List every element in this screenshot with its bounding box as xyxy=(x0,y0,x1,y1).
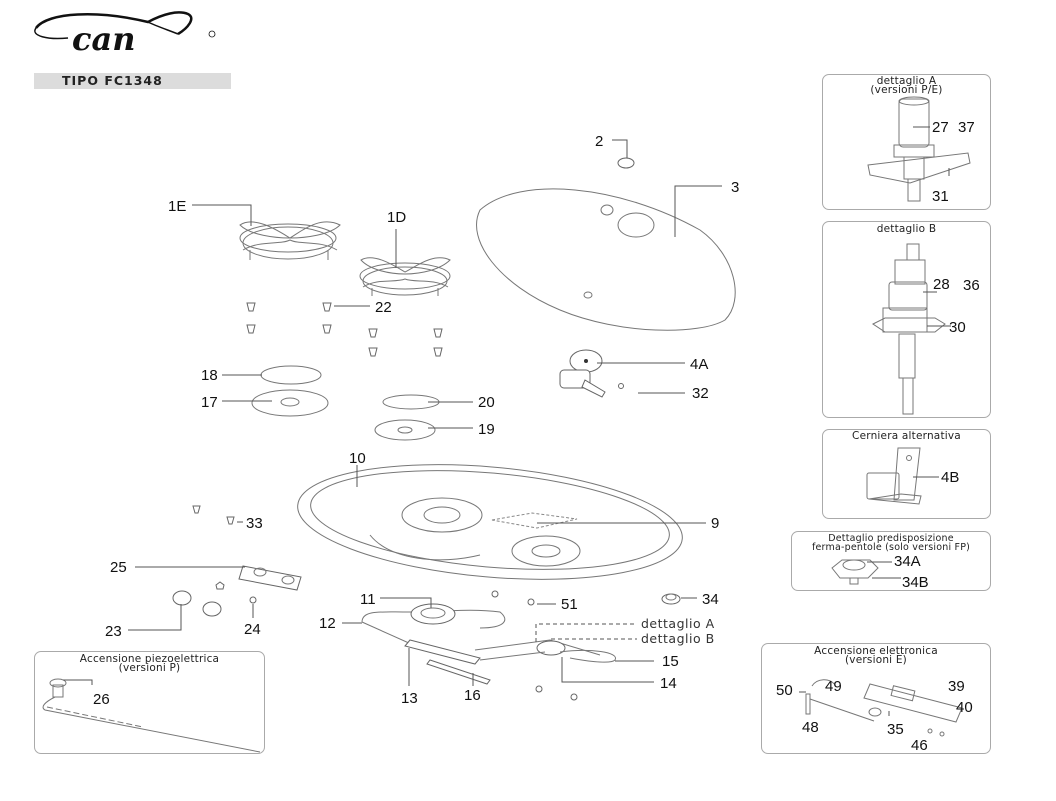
lid-knob xyxy=(617,157,635,169)
electronic-ignition-drawing: 50 49 48 35 39 40 46 xyxy=(776,678,973,754)
callout-3: 3 xyxy=(731,179,739,196)
callout-2: 2 xyxy=(595,133,603,150)
label-48: 48 xyxy=(802,719,819,736)
can-logo: can xyxy=(34,11,216,58)
model-label: TIPO FC1348 xyxy=(34,73,231,89)
knob-1 xyxy=(172,590,192,606)
callout-51: 51 xyxy=(561,596,578,613)
inset-title: Cerniera alternativa xyxy=(852,430,961,442)
thermocouple-drawing: 28 36 30 xyxy=(872,243,980,415)
inset-subtitle: (versioni E) xyxy=(845,654,907,666)
callout-1d: 1D xyxy=(387,209,406,226)
hinge-4a xyxy=(559,349,624,398)
screw-51 xyxy=(527,598,535,606)
callout-33: 33 xyxy=(246,515,263,532)
nut xyxy=(215,581,225,590)
leader-lines xyxy=(128,139,722,686)
callout-1e: 1E xyxy=(168,198,186,215)
label-40: 40 xyxy=(956,699,973,716)
inset-title: dettaglio A xyxy=(876,75,937,87)
inset-title: Dettaglio predisposizione xyxy=(828,533,954,544)
inset-subtitle: (versioni P) xyxy=(118,662,181,674)
inset-piezo-ignition: Accensione piezoelettrica (versioni P) 2… xyxy=(34,651,265,754)
inset-title: dettaglio B xyxy=(876,223,937,235)
callout-17: 17 xyxy=(201,394,218,411)
burner-cap-large xyxy=(260,365,322,385)
callout-12: 12 xyxy=(319,615,336,632)
reference-detail-a: dettaglio A xyxy=(641,616,715,631)
gas-assembly xyxy=(361,603,616,685)
hob-tray xyxy=(297,464,683,580)
callout-15: 15 xyxy=(662,653,679,670)
label-37: 37 xyxy=(958,119,975,136)
callout-23: 23 xyxy=(105,623,122,640)
inset-subtitle: ferma-pentole (solo versioni FP) xyxy=(811,542,971,553)
label-36: 36 xyxy=(963,277,980,294)
piezo-igniter-drawing: 26 xyxy=(42,678,261,753)
label-30: 30 xyxy=(949,319,966,336)
callout-13: 13 xyxy=(401,690,418,707)
callout-10: 10 xyxy=(349,450,366,467)
screw xyxy=(491,590,499,598)
label-34b: 34B xyxy=(902,574,929,591)
brand-wordmark: can xyxy=(72,20,135,58)
burner-crown-large xyxy=(251,389,329,417)
inset-title: Accensione piezoelettrica xyxy=(79,653,220,665)
ignition-electrode-drawing: 27 37 31 xyxy=(867,96,975,205)
burner-crown-small xyxy=(374,419,436,441)
callout-4a: 4A xyxy=(690,356,708,373)
label-39: 39 xyxy=(948,678,965,695)
pot-stop-34 xyxy=(661,593,681,605)
inset-pot-stop-detail: Dettaglio predisposizione ferma-pentole … xyxy=(791,531,991,591)
callout-24: 24 xyxy=(244,621,261,638)
rubber-feet xyxy=(192,302,443,525)
label-27: 27 xyxy=(932,119,949,136)
inset-title: Accensione elettronica xyxy=(814,645,938,657)
label-46: 46 xyxy=(911,737,928,754)
glass-lid xyxy=(476,188,736,331)
callout-18: 18 xyxy=(201,367,218,384)
inset-detail-a: dettaglio A (versioni P/E) 27 37 31 xyxy=(822,74,991,210)
label-26: 26 xyxy=(93,691,110,708)
callout-32: 32 xyxy=(692,385,709,402)
label-50: 50 xyxy=(776,682,793,699)
callout-9: 9 xyxy=(711,515,719,532)
label-28: 28 xyxy=(933,276,950,293)
callout-25: 25 xyxy=(110,559,127,576)
pot-stop-drawing: 34A 34B xyxy=(831,553,929,591)
knob-2 xyxy=(202,601,222,617)
hinge-4b-drawing: 4B xyxy=(866,447,959,505)
screw xyxy=(535,685,543,693)
clip-24 xyxy=(249,596,257,604)
label-4b: 4B xyxy=(941,469,959,486)
pan-support-1e xyxy=(239,221,341,260)
inset-detail-b: dettaglio B 28 36 30 xyxy=(822,221,991,418)
inset-alternative-hinge: Cerniera alternativa 4B xyxy=(822,429,991,519)
pan-support-1d xyxy=(359,257,451,296)
callout-22: 22 xyxy=(375,299,392,316)
label-49: 49 xyxy=(825,678,842,695)
screw xyxy=(570,693,578,701)
callout-20: 20 xyxy=(478,394,495,411)
label-34a: 34A xyxy=(894,553,921,570)
inset-subtitle: (versioni P/E) xyxy=(870,84,943,96)
callout-34: 34 xyxy=(702,591,719,608)
label-35: 35 xyxy=(887,721,904,738)
callout-19: 19 xyxy=(478,421,495,438)
reference-detail-b: dettaglio B xyxy=(641,631,715,646)
callout-14: 14 xyxy=(660,675,677,692)
inset-electronic-ignition: Accensione elettronica (versioni E) 50 4… xyxy=(761,643,991,754)
callout-16: 16 xyxy=(464,687,481,704)
label-31: 31 xyxy=(932,188,949,205)
callout-11: 11 xyxy=(360,591,376,608)
control-panel-plate xyxy=(238,565,302,591)
